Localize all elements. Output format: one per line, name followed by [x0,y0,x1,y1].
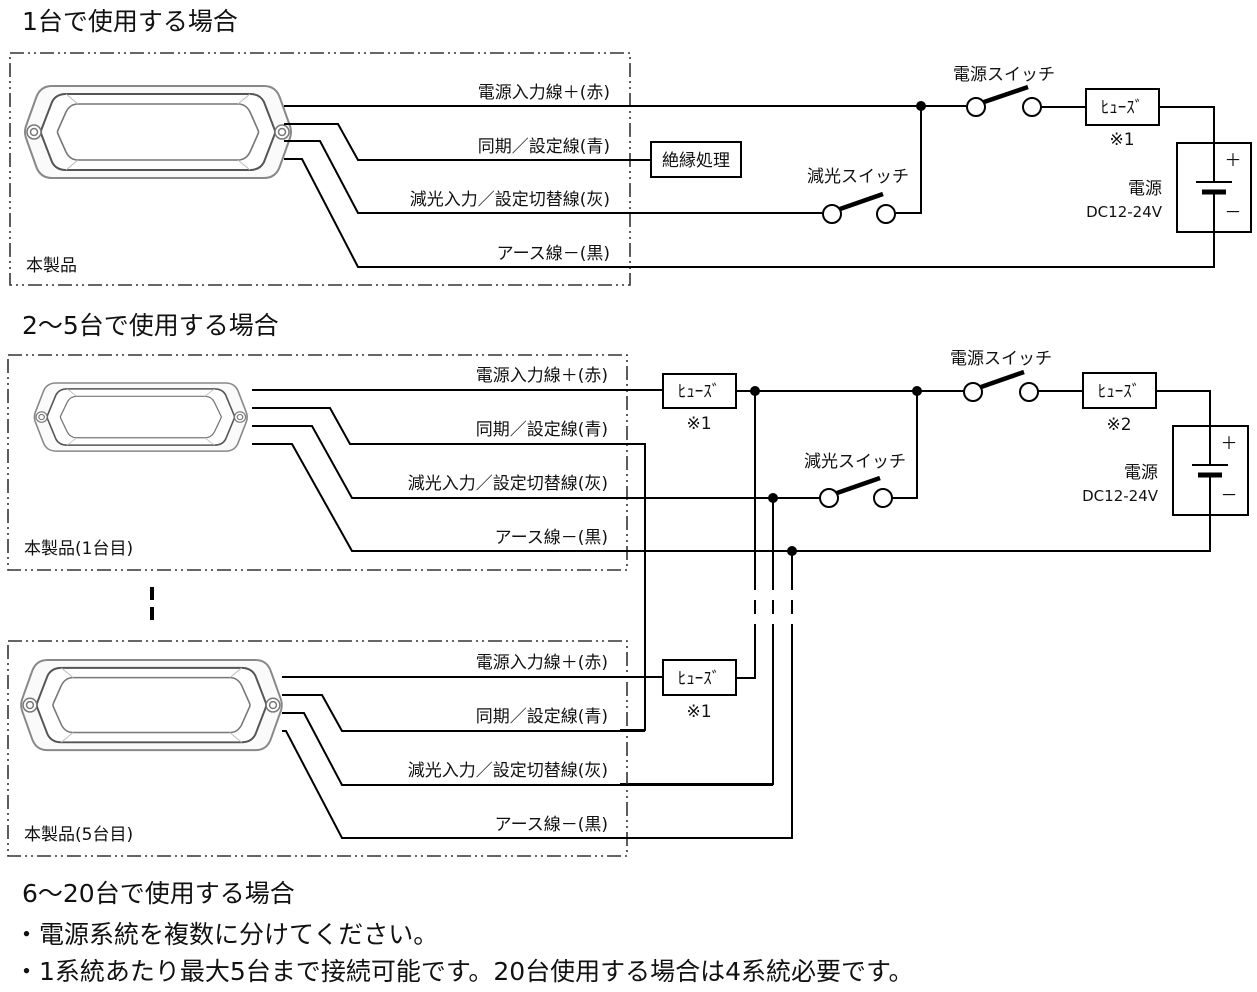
dim-switch-multi [819,475,893,508]
power-supply-spec: DC12-24V [1086,203,1163,221]
dim-switch [822,191,896,224]
power-switch-label: 電源スイッチ [953,65,1055,85]
minus-sign: － [1225,203,1242,223]
wire-label-sync-last: 同期／設定線(青) [476,707,608,727]
power-supply-label: 電源 [1128,179,1162,199]
wire-label-dim-last: 減光入力／設定切替線(灰) [408,761,608,781]
wire-ground-last [282,730,792,839]
bus-power-vertical [736,391,756,679]
section-title-large: 6～20台で使用する場合 [22,879,295,908]
dim-switch-label: 減光スイッチ [807,167,909,187]
wire-sync-first [252,407,646,731]
fuse-label-last: ﾋｭｰｽﾞ [678,669,721,689]
wire-label-sync: 同期／設定線(青) [478,137,610,157]
power-supply-label-multi: 電源 [1124,463,1158,483]
product-boundary-last [7,640,628,857]
bus-dim-vertical [620,498,774,785]
fuse-note: ※1 [1109,130,1134,150]
wire-ground-first [252,443,1211,552]
wire-label-sync-first: 同期／設定線(青) [476,420,608,440]
power-switch-multi [963,369,1039,402]
wire-label-ground: アース線－(黒) [497,244,610,264]
fuse-box-first [662,373,737,409]
wire-ground [284,158,1215,268]
power-supply-spec-multi: DC12-24V [1082,487,1159,505]
wire-label-ground-last: アース線－(黒) [495,815,608,835]
wire-label-dim: 減光入力／設定切替線(灰) [410,190,610,210]
product-first-label: 本製品(1台目) [24,539,133,559]
wire-sync [284,123,650,161]
lamp-product-image [24,85,292,179]
dim-switch-label-multi: 減光スイッチ [804,452,906,472]
lamp-product-image-first [33,382,248,452]
wire-fuse-to-supply-multi [1156,390,1211,426]
section-title-single: 1台で使用する場合 [22,7,238,36]
note-line-2: ・1系統あたり最大5台まで接続可能です。20台使用する場合は4系統必要です。 [14,957,914,986]
fuse-note-last: ※1 [686,702,711,722]
fuse-label-first: ﾋｭｰｽﾞ [678,382,721,402]
dim-switch-return-wire [896,106,922,214]
fuse-label-main: ﾋｭｰｽﾞ [1098,382,1141,402]
power-switch-label-multi: 電源スイッチ [950,349,1052,369]
wire-label-dim-first: 減光入力／設定切替線(灰) [408,474,608,494]
wire-label-ground-first: アース線－(黒) [495,528,608,548]
fuse-label: ﾋｭｰｽﾞ [1101,98,1144,118]
section-title-multi: 2～5台で使用する場合 [22,311,279,340]
wire-dim-first [252,425,820,499]
plus-sign: ＋ [1225,151,1242,171]
product-boundary [9,52,631,286]
fuse-note-first: ※1 [686,414,711,434]
wire-fuse-to-supply [1159,106,1215,142]
insulation-label: 絶縁処理 [662,151,730,171]
plus-sign-multi: ＋ [1221,434,1238,454]
wire-label-power-last: 電源入力線＋(赤) [476,653,608,673]
minus-sign-multi: － [1221,486,1238,506]
wire-sync-last [282,694,645,732]
power-switch [966,84,1042,117]
wire-dim [284,140,822,214]
wire-dim-last [282,712,773,786]
fuse-note-main: ※2 [1106,415,1131,435]
wire-label-power: 電源入力線＋(赤) [478,83,610,103]
product-boundary-first [7,354,628,571]
fuse-box-last [662,659,737,696]
fuse-box [1085,88,1160,126]
lamp-product-image-last [20,659,283,752]
insulation-box [650,141,742,178]
product-label: 本製品 [26,256,77,276]
product-last-label: 本製品(5台目) [24,825,133,845]
wire-label-power-first: 電源入力線＋(赤) [476,366,608,386]
dim-switch-return-wire-multi [892,391,918,499]
note-line-1: ・電源系統を複数に分けてください。 [14,920,438,949]
